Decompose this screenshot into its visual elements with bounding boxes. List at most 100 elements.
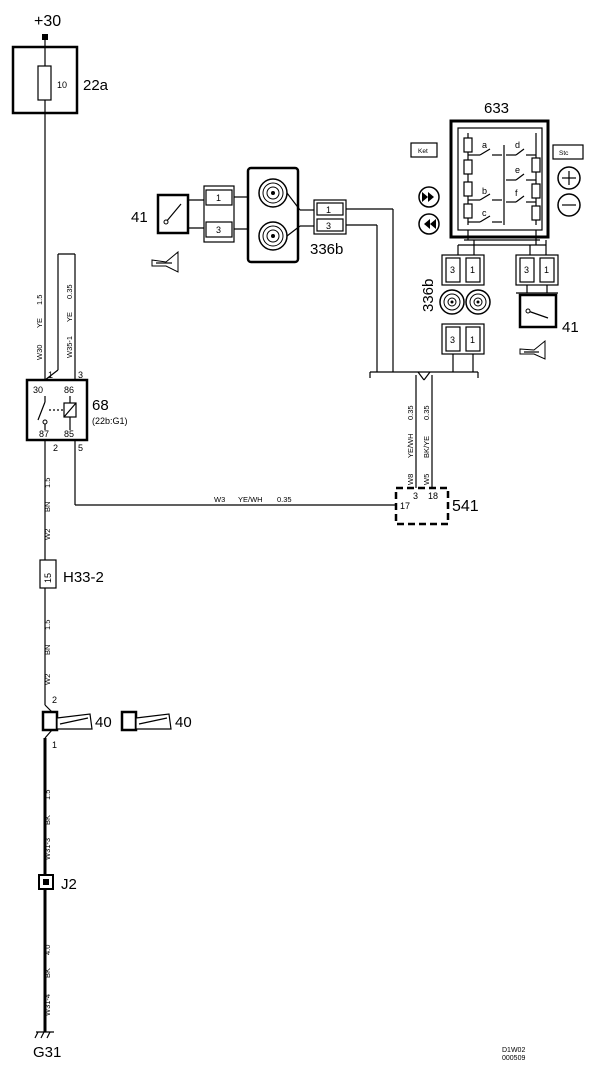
relay-contact-dot bbox=[42, 419, 48, 425]
fuse-id: 22a bbox=[83, 77, 109, 94]
clockspring-left-slot-3 bbox=[316, 218, 344, 232]
clockspring-right-bottom-slot-1 bbox=[465, 326, 481, 352]
horn-pin-2: 2 bbox=[52, 695, 57, 705]
relay-pin-85: 85 bbox=[64, 429, 74, 439]
clockspring-right-top-pin-3: 3 bbox=[450, 265, 455, 275]
wire-w8-size: 0.35 bbox=[406, 405, 415, 420]
module-541-box bbox=[394, 486, 450, 526]
clockspring-right-top-slot-1 bbox=[465, 257, 481, 283]
connector-left-slot-1 bbox=[205, 189, 233, 206]
relay-conn-top-3: 3 bbox=[78, 370, 83, 380]
horn-1-line bbox=[59, 717, 89, 725]
wire-w3-color: YE/WH bbox=[238, 495, 263, 504]
clockspring-right-top-slot-3 bbox=[445, 257, 461, 283]
wire-w8-label: W8 bbox=[406, 474, 415, 485]
module-541-pin-18: 18 bbox=[428, 491, 438, 501]
module-541-id: 541 bbox=[452, 498, 479, 515]
supply-terminal bbox=[42, 34, 48, 40]
module-633-right-resistors bbox=[531, 133, 541, 225]
relay-pin-86: 86 bbox=[64, 385, 74, 395]
switch-left-blade bbox=[165, 203, 182, 223]
wire-w2b-label: W2 bbox=[43, 674, 52, 685]
module-633-switches bbox=[468, 145, 536, 225]
supply-label: +30 bbox=[34, 13, 61, 30]
module-633-switch-d: d bbox=[515, 140, 520, 150]
clockspring-left-coil-1-icon bbox=[258, 178, 288, 208]
module-633-left-resistors bbox=[463, 133, 473, 225]
horn-2-id: 40 bbox=[175, 714, 192, 731]
switch-right-box bbox=[518, 293, 558, 329]
junction-id: J2 bbox=[61, 876, 77, 893]
clockspring-left-id: 336b bbox=[310, 241, 343, 258]
wire-w30-label: W30 bbox=[35, 345, 44, 360]
wire-w2a-color: BN bbox=[43, 502, 52, 512]
connector-left-slot-3 bbox=[205, 221, 233, 238]
bus-bracket-mid-b bbox=[423, 371, 431, 381]
module-633-tag-left-text: Ket bbox=[418, 148, 428, 155]
clockspring-left-out-2 bbox=[286, 225, 301, 237]
wire-w35-color: YE bbox=[65, 312, 74, 322]
ground-id: G31 bbox=[33, 1044, 61, 1061]
connector-left-pin-3: 3 bbox=[216, 225, 221, 235]
ground-icon bbox=[34, 1031, 54, 1039]
wire-w31-4-label: W31-4 bbox=[43, 994, 52, 1016]
module-541-pin-17: 17 bbox=[400, 501, 410, 511]
wire-w5-size: 0.35 bbox=[422, 405, 431, 420]
wire-w5-label: W5 bbox=[422, 474, 431, 485]
switch-right-blade bbox=[527, 310, 549, 319]
connector-h33 bbox=[39, 559, 57, 589]
rewind-icon bbox=[418, 213, 440, 235]
module-633-switch-c: c bbox=[482, 208, 487, 218]
relay-location: (22b:G1) bbox=[92, 416, 128, 426]
wire-w8-color: YE/WH bbox=[406, 433, 415, 458]
bus-bracket-mid-a bbox=[417, 371, 425, 381]
wire-w2b-size: 1.5 bbox=[43, 620, 52, 630]
clockspring-left-pin-1: 1 bbox=[326, 205, 331, 215]
clockspring-right-bottom-slot-3 bbox=[445, 326, 461, 352]
switch-right-dot bbox=[525, 308, 531, 314]
wire-w31-3-size: 1.5 bbox=[43, 790, 52, 800]
switch-left-dot bbox=[163, 219, 169, 225]
minus-button-icon bbox=[557, 193, 581, 217]
switch-left-id: 41 bbox=[131, 209, 148, 226]
footer-code-2: 000509 bbox=[502, 1055, 525, 1062]
wire-w31-4-color: BK bbox=[43, 968, 52, 978]
wire-w31-3-label: W31-3 bbox=[43, 838, 52, 860]
switch-right-slot-3 bbox=[519, 257, 535, 283]
relay-pin-30: 30 bbox=[33, 385, 43, 395]
clockspring-right-bottom-pin-3: 3 bbox=[450, 335, 455, 345]
clockspring-right-bottom-pin-1: 1 bbox=[470, 335, 475, 345]
horn-pin-1: 1 bbox=[52, 740, 57, 750]
clockspring-left-coil-2-icon bbox=[258, 221, 288, 251]
connector-h33-pin: 15 bbox=[43, 573, 53, 583]
switch-right-pin-3: 3 bbox=[524, 265, 529, 275]
clockspring-right-coil-1-icon bbox=[439, 289, 465, 315]
module-633-switch-e: e bbox=[515, 165, 520, 175]
switch-right-slot-1 bbox=[539, 257, 555, 283]
horn-2-body bbox=[120, 710, 138, 732]
clockspring-left-slot-1 bbox=[316, 202, 344, 216]
clockspring-left-pin-3: 3 bbox=[326, 221, 331, 231]
clockspring-right-top-pin-1: 1 bbox=[470, 265, 475, 275]
footer-code-1: D1W02 bbox=[502, 1047, 525, 1054]
horn-wire-out bbox=[44, 729, 53, 739]
connector-h33-id: H33-2 bbox=[63, 569, 104, 586]
module-541-pin-3: 3 bbox=[413, 491, 418, 501]
horn-symbol-left-icon bbox=[151, 250, 179, 273]
horn-1-id: 40 bbox=[95, 714, 112, 731]
module-633-switch-b: b bbox=[482, 186, 487, 196]
horn-1-body bbox=[41, 710, 59, 732]
connector-left-pin-1: 1 bbox=[216, 193, 221, 203]
switch-right-pin-1: 1 bbox=[544, 265, 549, 275]
switch-right-id: 41 bbox=[562, 319, 579, 336]
wire-w2a-label: W2 bbox=[43, 529, 52, 540]
horn-symbol-right-icon bbox=[519, 339, 546, 360]
wire-w30-size: 1.5 bbox=[35, 295, 44, 305]
module-633-switch-f: f bbox=[515, 188, 518, 198]
clockspring-right-coil-2-icon bbox=[465, 289, 491, 315]
wire-w5-color: BK/YE bbox=[422, 436, 431, 458]
fast-forward-icon bbox=[418, 186, 440, 208]
clockspring-left-out-1 bbox=[286, 192, 301, 211]
relay-conn-bottom-5: 5 bbox=[78, 443, 83, 453]
